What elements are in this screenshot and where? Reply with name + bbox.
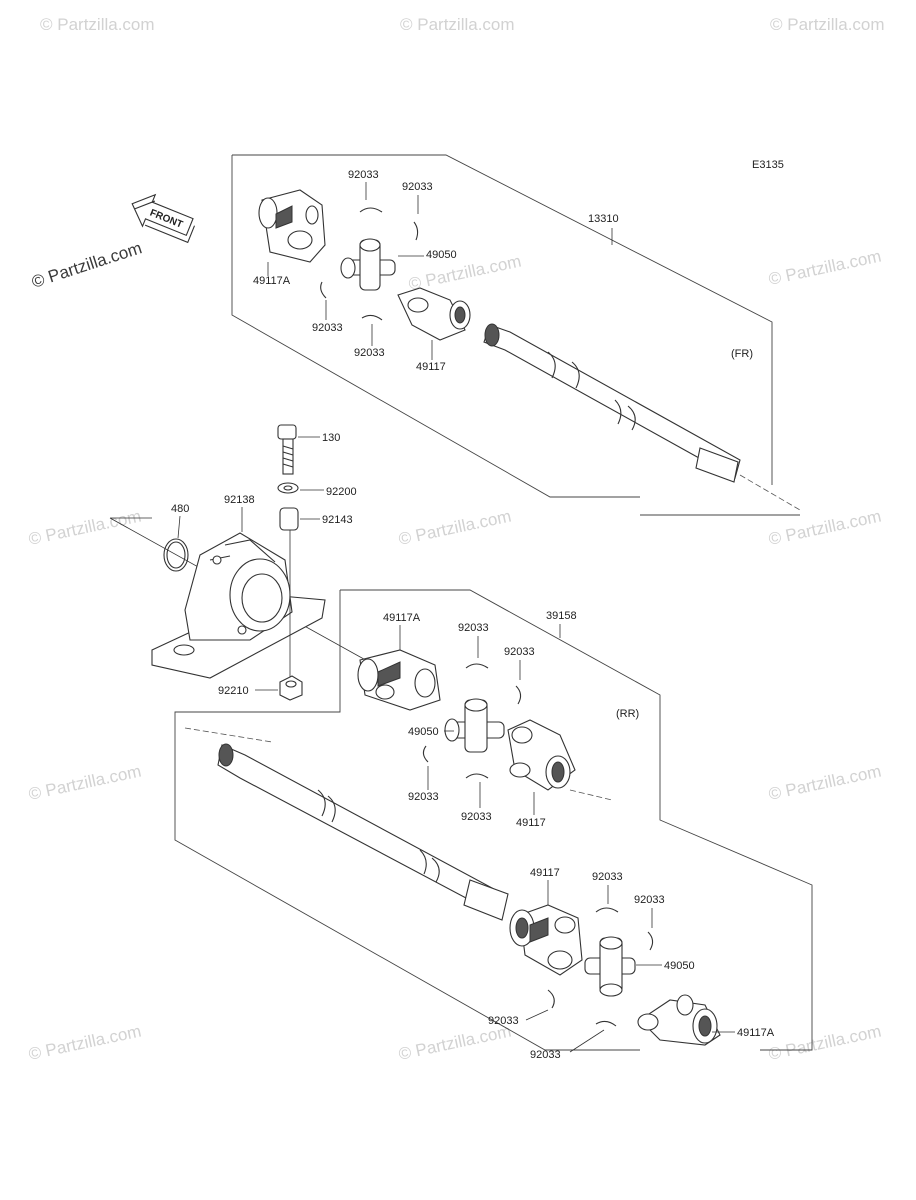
part-label: 92033: [348, 169, 379, 181]
part-label: 92033: [504, 646, 535, 658]
part-label: 39158: [546, 610, 577, 622]
circlip-icon: [359, 207, 383, 213]
part-label: 92033: [634, 894, 665, 906]
circlip-icon: [320, 281, 327, 299]
watermark: © Partzilla.com: [40, 15, 155, 34]
group-label-front: (FR): [731, 348, 753, 360]
part-label: 92033: [530, 1049, 561, 1061]
part-label: 92138: [224, 494, 255, 506]
part-label: 92033: [402, 181, 433, 193]
part-label: 480: [171, 503, 189, 515]
universal-joint-cross-front: [340, 238, 396, 291]
circlip-icon: [595, 1020, 617, 1027]
front-arrow-icon: FRONT: [131, 193, 196, 244]
part-label: 49117A: [253, 275, 291, 287]
partzilla-logo: © Partzilla.com: [29, 238, 144, 291]
circlip-icon: [515, 685, 522, 705]
yoke-49117-front: [397, 287, 471, 341]
circlip-icon: [465, 773, 489, 779]
part-label: 49117A: [383, 612, 421, 624]
part-label: 130: [322, 432, 340, 444]
nut-92210: [279, 675, 303, 701]
universal-joint-cross-rear-b: [584, 936, 636, 997]
rear-shaft-frame: [174, 589, 813, 1051]
watermark: © Partzilla.com: [767, 1022, 883, 1064]
watermark: © Partzilla.com: [397, 507, 513, 549]
watermark: © Partzilla.com: [767, 762, 883, 804]
circlip-icon: [647, 931, 654, 951]
part-label: 92033: [408, 791, 439, 803]
circlip-icon: [547, 989, 555, 1009]
yoke-49117a-front: [258, 189, 326, 263]
part-label: 49050: [426, 249, 457, 261]
yoke-49117a-rear-b: [637, 994, 721, 1046]
watermark: © Partzilla.com: [767, 507, 883, 549]
rear-drive-shaft: [217, 743, 509, 921]
part-label: 92033: [354, 347, 385, 359]
yoke-49117-rear-b: [509, 904, 583, 976]
watermark: © Partzilla.com: [27, 1022, 143, 1064]
part-label: 49117: [516, 817, 546, 829]
part-label: 13310: [588, 213, 619, 225]
watermark: © Partzilla.com: [27, 507, 143, 549]
part-label: 92210: [218, 685, 249, 697]
watermark: © Partzilla.com: [400, 15, 515, 34]
watermark: © Partzilla.com: [407, 252, 523, 294]
circlip-icon: [422, 745, 429, 763]
circlip-icon: [413, 221, 419, 241]
group-label-rear: (RR): [616, 708, 639, 720]
watermark: © Partzilla.com: [397, 1022, 513, 1064]
watermark: © Partzilla.com: [770, 15, 885, 34]
circlip-icon: [465, 663, 489, 669]
universal-joint-cross-rear-a: [444, 698, 505, 753]
bearing-housing-92138: [151, 532, 326, 679]
part-label: 92033: [461, 811, 492, 823]
part-label: 92143: [322, 514, 353, 526]
part-label: 49117: [530, 867, 560, 879]
part-label: 49117: [416, 361, 446, 373]
watermark: © Partzilla.com: [767, 247, 883, 289]
part-label: 92033: [312, 322, 343, 334]
front-shaft-frame: [231, 154, 801, 516]
part-label: 92200: [326, 486, 357, 498]
front-drive-shaft: [483, 323, 741, 483]
part-label: 92033: [488, 1015, 519, 1027]
circlip-icon: [595, 907, 619, 913]
part-label: 49117A: [737, 1027, 775, 1039]
bolt-130: [277, 424, 297, 475]
collar-92143: [279, 507, 299, 531]
part-label: 49050: [664, 960, 695, 972]
yoke-49117a-rear: [357, 649, 441, 711]
watermark: © Partzilla.com: [27, 762, 143, 804]
part-label: 92033: [592, 871, 623, 883]
part-label: 92033: [458, 622, 489, 634]
watermarks: © Partzilla.com © Partzilla.com © Partzi…: [27, 15, 885, 1064]
part-label: 49050: [408, 726, 439, 738]
washer-hole: [283, 485, 293, 491]
yoke-49117-rear-a: [507, 719, 576, 791]
circlip-icon: [361, 314, 383, 321]
diagram-code: E3135: [752, 159, 784, 171]
